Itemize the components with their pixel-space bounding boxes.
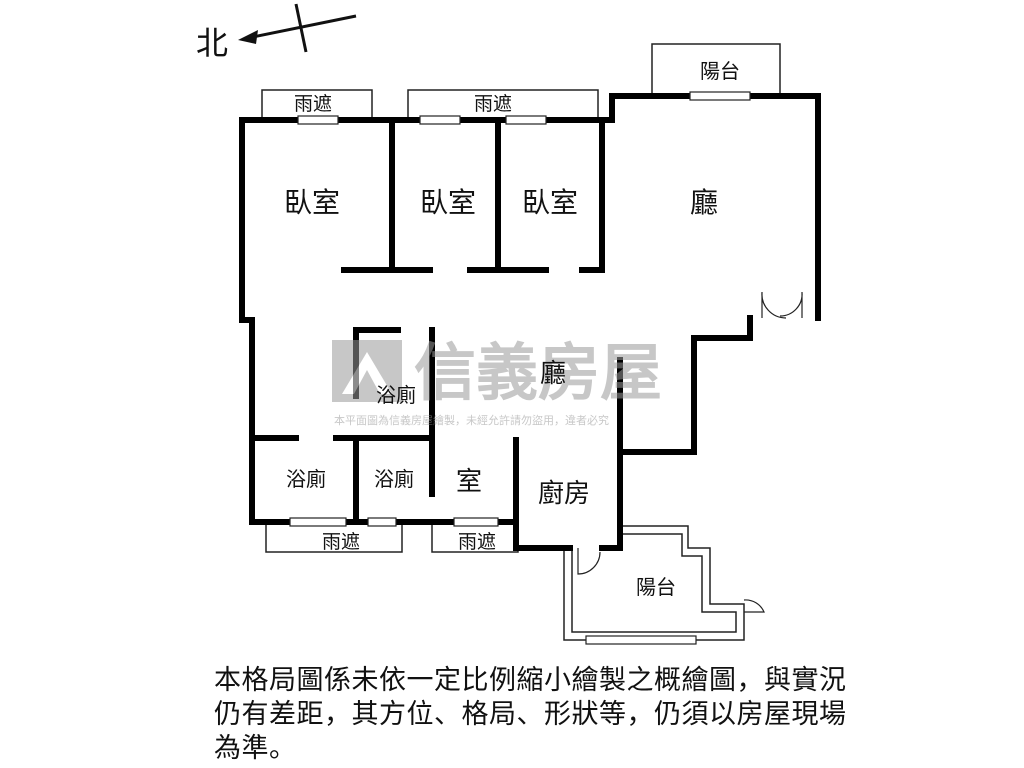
kitchen-balcony-door [577, 548, 601, 575]
window-balcony-bottom [585, 635, 697, 645]
label-bathroom-left: 浴廁 [286, 467, 326, 491]
label-bedroom-2: 臥室 [420, 186, 476, 219]
window-bed3 [505, 115, 547, 125]
entry-door-right [779, 291, 803, 318]
entry-door-left [761, 291, 787, 319]
balcony-side-door [743, 599, 765, 613]
doors [577, 291, 803, 613]
window-bed1 [297, 115, 339, 125]
watermark-notice: 本平面圖為信義房屋繪製，未經允許請勿盜用，違者必究 [334, 413, 609, 427]
room-labels: 雨遮 雨遮 陽台 臥室 臥室 臥室 廳 廳 浴廁 浴廁 浴廁 室 廚房 雨遮 雨… [284, 59, 740, 599]
windows [289, 91, 751, 645]
label-small-room: 室 [456, 467, 482, 497]
watermark: 信義房屋 本平面圖為信義房屋繪製，未經允許請勿盜用，違者必究 [332, 336, 662, 427]
label-bedroom-3: 臥室 [522, 186, 578, 219]
label-dining-hall: 廳 [540, 359, 566, 389]
walls [239, 93, 821, 551]
compass-arrowhead [238, 30, 258, 44]
label-bathroom-inner: 浴廁 [376, 383, 416, 407]
label-awning-bottom-left: 雨遮 [322, 531, 360, 553]
watermark-logo-mark [342, 352, 392, 394]
kitchen-right-wall [599, 357, 623, 551]
label-balcony-bottom: 陽台 [636, 575, 676, 599]
label-awning-top-left: 雨遮 [294, 93, 332, 115]
balcony-bottom-inner [571, 533, 737, 633]
window-bath-left [289, 517, 347, 527]
disclaimer-text: 本格局圖係未依一定比例縮小繪製之概繪圖，與實況仍有差距，其方位、格局、形狀等，仍… [214, 665, 847, 764]
kitchen-wall [513, 437, 573, 551]
compass-tick [294, 3, 308, 53]
compass: 北 [196, 3, 357, 62]
label-bathroom-middle: 浴廁 [374, 467, 414, 491]
exterior-wall-left [239, 117, 519, 525]
watermark-brand: 信義房屋 [414, 336, 662, 409]
window-bed2 [419, 115, 461, 125]
label-living-room: 廳 [690, 186, 718, 219]
label-awning-top-middle: 雨遮 [474, 93, 512, 115]
exterior-wall-top-right [747, 93, 821, 321]
label-balcony-top: 陽台 [700, 59, 740, 83]
label-awning-bottom-right: 雨遮 [458, 531, 496, 553]
exterior-wall-right-step [617, 315, 753, 455]
window-room [453, 517, 499, 527]
label-kitchen: 廚房 [538, 479, 590, 509]
window-balcony-top [689, 91, 751, 101]
label-bedroom-1: 臥室 [284, 186, 340, 219]
compass-label: 北 [196, 24, 228, 62]
window-bath-middle [367, 517, 397, 527]
